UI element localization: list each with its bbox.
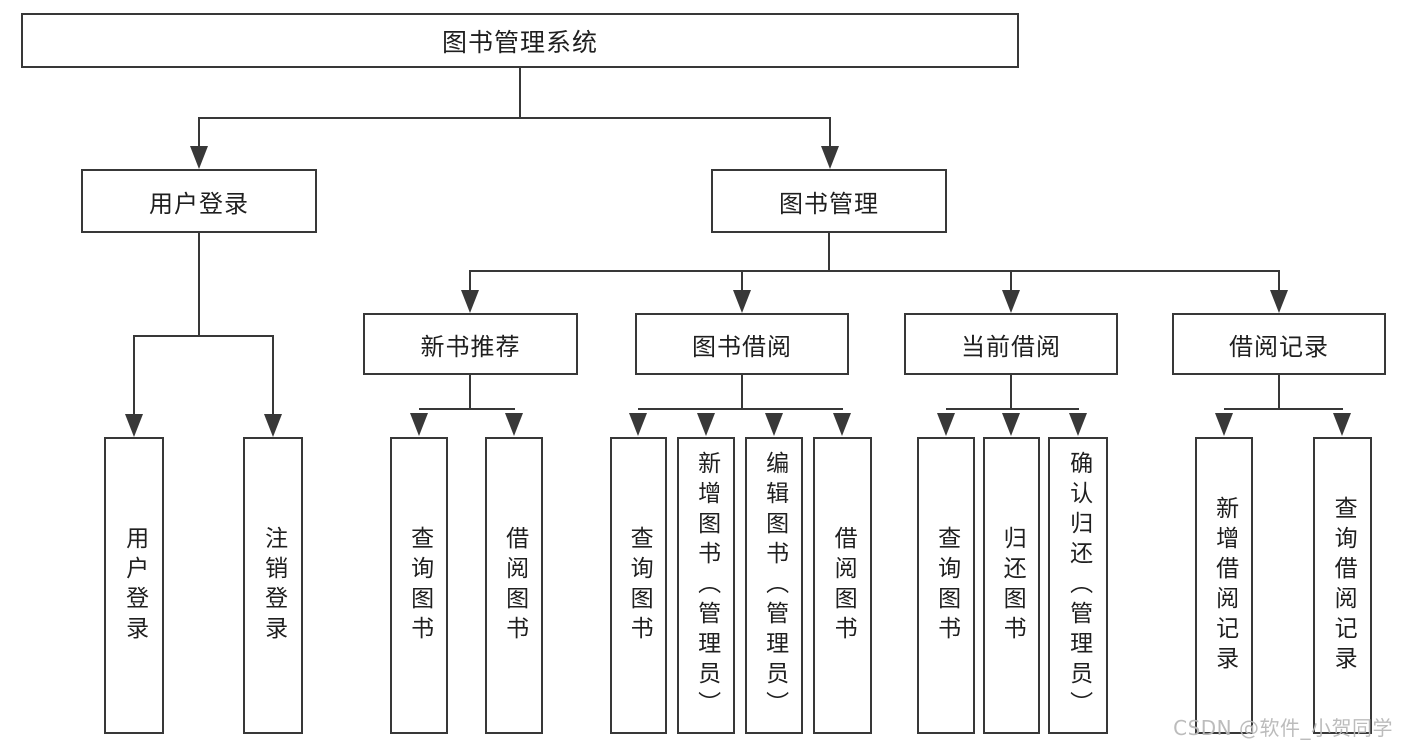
node-user-login-group: 用户登录 — [81, 169, 317, 233]
arrow-down-icon — [733, 290, 751, 313]
node-label: 借阅图书 — [830, 525, 857, 646]
node-return-book: 归还图书 — [983, 437, 1040, 734]
connector-book-mgmt-stem — [828, 233, 830, 272]
connector-user-login-bar — [133, 335, 274, 337]
node-label: 归还图书 — [999, 525, 1026, 646]
connector-drop — [272, 335, 274, 415]
node-query-borrow-record: 查询借阅记录 — [1313, 437, 1372, 734]
connector-root-stem — [519, 68, 521, 118]
arrow-down-icon — [821, 146, 839, 169]
node-label: 借阅记录 — [1229, 332, 1329, 361]
arrow-down-icon — [697, 413, 715, 436]
connector-user-login-stem — [198, 233, 200, 337]
node-label: 当前借阅 — [961, 332, 1061, 361]
node-label: 编辑图书（管理员） — [761, 450, 788, 721]
node-book-borrowing: 图书借阅 — [635, 313, 849, 375]
arrow-down-icon — [1002, 290, 1020, 313]
connector-bar — [946, 408, 1079, 410]
connector-bar — [638, 408, 843, 410]
arrow-down-icon — [629, 413, 647, 436]
node-label: 查询图书 — [406, 525, 433, 646]
node-label: 图书管理 — [779, 189, 879, 218]
arrow-down-icon — [1002, 413, 1020, 436]
connector-bar — [419, 408, 515, 410]
arrow-down-icon — [1069, 413, 1087, 436]
arrow-down-icon — [765, 413, 783, 436]
arrow-down-icon — [461, 290, 479, 313]
node-add-book-admin: 新增图书（管理员） — [677, 437, 735, 734]
node-user-login: 用户登录 — [104, 437, 164, 734]
arrow-down-icon — [1270, 290, 1288, 313]
node-label: 图书借阅 — [692, 332, 792, 361]
connector-bar — [1224, 408, 1343, 410]
node-label: 新增图书（管理员） — [693, 450, 720, 721]
arrow-down-icon — [1333, 413, 1351, 436]
node-label: 查询借阅记录 — [1330, 495, 1357, 676]
connector-root-bar — [198, 117, 831, 119]
connector-book-mgmt-bar — [470, 270, 1280, 272]
node-label: 查询图书 — [626, 525, 653, 646]
node-add-borrow-record: 新增借阅记录 — [1195, 437, 1253, 734]
arrow-down-icon — [410, 413, 428, 436]
node-borrow-book: 借阅图书 — [813, 437, 872, 734]
node-label: 查询图书 — [933, 525, 960, 646]
connector-drop — [198, 117, 200, 151]
node-label: 注销登录 — [260, 525, 287, 646]
arrow-down-icon — [833, 413, 851, 436]
connector-drop — [133, 335, 135, 415]
node-label: 用户登录 — [121, 525, 148, 646]
connector-drop — [1278, 270, 1280, 292]
node-new-book-recommendation: 新书推荐 — [363, 313, 578, 375]
arrow-down-icon — [1215, 413, 1233, 436]
node-label: 新增借阅记录 — [1211, 495, 1238, 676]
node-edit-book-admin: 编辑图书（管理员） — [745, 437, 803, 734]
arrow-down-icon — [264, 414, 282, 437]
csdn-watermark: CSDN @软件_小贺同学 — [1173, 716, 1393, 740]
arrow-down-icon — [505, 413, 523, 436]
node-label: 图书管理系统 — [441, 27, 598, 57]
connector-stem — [741, 375, 743, 409]
arrow-down-icon — [937, 413, 955, 436]
connector-stem — [469, 375, 471, 409]
node-confirm-return-admin: 确认归还（管理员） — [1048, 437, 1108, 734]
node-query-books-current: 查询图书 — [917, 437, 975, 734]
node-query-books-borrow: 查询图书 — [610, 437, 667, 734]
connector-stem — [1010, 375, 1012, 409]
arrow-down-icon — [190, 146, 208, 169]
node-query-books-recommend: 查询图书 — [390, 437, 448, 734]
node-label: 确认归还（管理员） — [1065, 450, 1092, 721]
connector-drop — [829, 117, 831, 151]
node-library-system: 图书管理系统 — [21, 13, 1019, 68]
node-logout: 注销登录 — [243, 437, 303, 734]
connector-drop — [469, 270, 471, 292]
connector-drop — [1010, 270, 1012, 292]
node-borrow-book-recommend: 借阅图书 — [485, 437, 543, 734]
node-current-borrowing: 当前借阅 — [904, 313, 1118, 375]
arrow-down-icon — [125, 414, 143, 437]
node-label: 借阅图书 — [501, 525, 528, 646]
node-label: 新书推荐 — [420, 332, 521, 361]
connector-stem — [1278, 375, 1280, 409]
node-book-management: 图书管理 — [711, 169, 947, 233]
connector-drop — [741, 270, 743, 292]
node-label: 用户登录 — [149, 189, 249, 218]
node-borrowing-records: 借阅记录 — [1172, 313, 1386, 375]
